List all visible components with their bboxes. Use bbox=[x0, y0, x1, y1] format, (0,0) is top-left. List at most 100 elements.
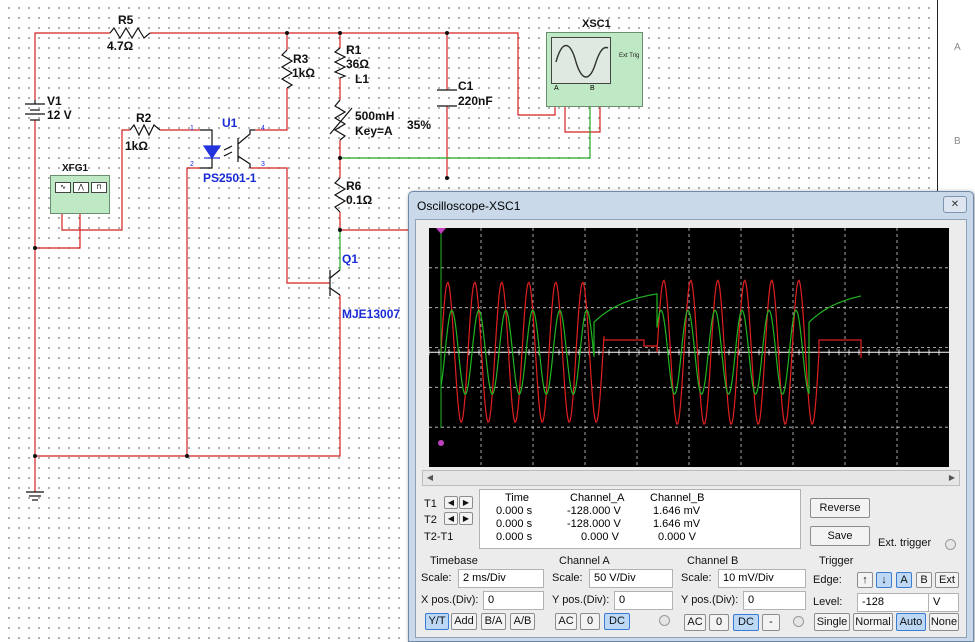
r1-name: R1 bbox=[346, 43, 362, 57]
l1-value: 500mH bbox=[355, 109, 395, 123]
channel-a-trace bbox=[440, 279, 862, 426]
ext-trigger-label: Ext. trigger bbox=[878, 537, 932, 549]
channel-a-ypos-field[interactable]: 0 bbox=[614, 591, 673, 610]
t2-channel-b: 1.646 mV bbox=[653, 518, 701, 530]
timebase-scale-label: Scale: bbox=[421, 572, 452, 584]
falling-edge-icon[interactable]: ↓ bbox=[876, 572, 892, 588]
channel-b-ypos-field[interactable]: 0 bbox=[743, 591, 806, 610]
channel-b-ac-button[interactable]: AC bbox=[684, 614, 706, 631]
t2-t1-channel-b: 0.000 V bbox=[658, 531, 696, 543]
timebase-xpos-label: X pos.(Div): bbox=[421, 594, 479, 606]
oscilloscope-panel: ◀ ▶ T1 ◀ ▶ T2 ◀ ▶ T2-T1 Time Channel_A C… bbox=[415, 219, 967, 638]
trigger-normal-button[interactable]: Normal bbox=[853, 613, 893, 631]
t2-channel-a: -128.000 V bbox=[567, 518, 621, 530]
xfg1-name: XFG1 bbox=[62, 163, 89, 174]
trigger-auto-button[interactable]: Auto bbox=[896, 613, 926, 631]
u1-name: U1 bbox=[222, 116, 238, 130]
timebase-scale-field[interactable]: 2 ms/Div bbox=[458, 569, 544, 588]
t2-time: 0.000 s bbox=[496, 518, 533, 530]
t1-channel-a: -128.000 V bbox=[567, 505, 621, 517]
mode-yt-button[interactable]: Y/T bbox=[425, 613, 449, 630]
margin-mark-a: A bbox=[954, 42, 961, 53]
mode-add-button[interactable]: Add bbox=[451, 613, 477, 630]
cursor-ground-marker bbox=[438, 440, 444, 446]
c1-name: C1 bbox=[458, 79, 474, 93]
channel-a-ac-button[interactable]: AC bbox=[555, 613, 577, 630]
r3-value: 1kΩ bbox=[292, 66, 315, 80]
channel-b-minus-button[interactable]: - bbox=[762, 614, 780, 631]
t2-label: T2 bbox=[424, 514, 437, 526]
ext-trigger-radio[interactable] bbox=[945, 539, 956, 550]
channel-a-dc-button[interactable]: DC bbox=[604, 613, 630, 630]
xsc1-ext-trig-label: Ext Trig bbox=[619, 53, 640, 59]
timebase-title: Timebase bbox=[430, 555, 478, 567]
t1-right-button[interactable]: ▶ bbox=[459, 496, 473, 509]
function-generator-xfg1[interactable]: ∿ ⋀ ⊓ bbox=[50, 175, 110, 214]
trigger-none-button[interactable]: None bbox=[929, 613, 959, 631]
channel-b-radio[interactable] bbox=[793, 616, 804, 627]
mode-ba-button[interactable]: B/A bbox=[481, 613, 506, 630]
q1-name: Q1 bbox=[342, 252, 359, 266]
channel-b-title: Channel B bbox=[687, 555, 739, 567]
channel-b-scale-field[interactable]: 10 mV/Div bbox=[718, 569, 806, 588]
channel-b-dc-button[interactable]: DC bbox=[733, 614, 759, 631]
u1-pin1: 1 bbox=[190, 125, 194, 132]
trigger-a-button[interactable]: A bbox=[896, 572, 912, 588]
mode-ab-button[interactable]: A/B bbox=[510, 613, 535, 630]
margin-mark-b: B bbox=[954, 136, 961, 147]
timebase-xpos-field[interactable]: 0 bbox=[483, 591, 544, 610]
horizontal-scrollbar[interactable]: ◀ ▶ bbox=[422, 470, 960, 486]
rising-edge-icon[interactable]: ↑ bbox=[857, 572, 873, 588]
t1-channel-b: 1.646 mV bbox=[653, 505, 701, 517]
r6-name: R6 bbox=[346, 179, 362, 193]
u1-pin4: 4 bbox=[261, 125, 265, 132]
v1-value: 12 V bbox=[47, 108, 72, 122]
r5-value: 4.7Ω bbox=[107, 39, 134, 53]
u1-part: PS2501-1 bbox=[203, 171, 257, 185]
col-channel-b: Channel_B bbox=[650, 492, 705, 504]
v1-name: V1 bbox=[47, 94, 62, 108]
channel-b-trace bbox=[440, 293, 862, 395]
scope-preview-icon bbox=[551, 37, 611, 84]
xsc1-name: XSC1 bbox=[582, 18, 611, 30]
r2-name: R2 bbox=[136, 111, 152, 125]
q1-part: MJE13007 bbox=[342, 307, 401, 321]
close-button[interactable]: ✕ bbox=[943, 196, 967, 213]
channel-a-scale-label: Scale: bbox=[552, 572, 583, 584]
t2-left-button[interactable]: ◀ bbox=[444, 512, 458, 525]
trigger-single-button[interactable]: Single bbox=[814, 613, 850, 631]
trigger-title: Trigger bbox=[819, 555, 854, 567]
channel-a-scale-field[interactable]: 50 V/Div bbox=[589, 569, 673, 588]
xsc1-pin-b: B bbox=[590, 85, 595, 92]
trigger-level-field[interactable]: -128 bbox=[857, 593, 929, 612]
save-button[interactable]: Save bbox=[810, 526, 870, 546]
u1-pin2: 2 bbox=[190, 161, 194, 168]
window-titlebar[interactable]: Oscilloscope-XSC1 ✕ bbox=[409, 192, 973, 218]
t2-t1-label: T2-T1 bbox=[424, 531, 454, 543]
scope-display[interactable] bbox=[428, 228, 949, 467]
channel-a-zero-button[interactable]: 0 bbox=[580, 613, 600, 630]
schematic-wires bbox=[25, 26, 601, 501]
scroll-left-icon[interactable]: ◀ bbox=[426, 473, 434, 482]
channel-b-zero-button[interactable]: 0 bbox=[709, 614, 729, 631]
oscilloscope-window[interactable]: Oscilloscope-XSC1 ✕ ◀ ▶ T1 ◀ ▶ T2 ◀ ▶ T2… bbox=[408, 191, 974, 642]
scope-traces bbox=[428, 228, 949, 467]
trigger-ext-button[interactable]: Ext bbox=[935, 572, 959, 588]
trigger-level-label: Level: bbox=[813, 596, 843, 608]
reverse-button[interactable]: Reverse bbox=[810, 498, 870, 518]
r3-name: R3 bbox=[293, 52, 309, 66]
r2-value: 1kΩ bbox=[125, 139, 148, 153]
window-title: Oscilloscope-XSC1 bbox=[417, 199, 521, 213]
l1-key: Key=A bbox=[355, 124, 393, 138]
oscilloscope-xsc1-symbol[interactable]: Ext Trig A B bbox=[546, 32, 643, 107]
trigger-b-button[interactable]: B bbox=[916, 572, 932, 588]
square-wave-icon: ⊓ bbox=[91, 182, 107, 193]
l1-percent: 35% bbox=[407, 118, 432, 132]
trigger-level-unit[interactable]: V bbox=[929, 593, 959, 612]
channel-a-radio[interactable] bbox=[659, 615, 670, 626]
col-time: Time bbox=[505, 492, 530, 504]
t2-right-button[interactable]: ▶ bbox=[459, 512, 473, 525]
t1-left-button[interactable]: ◀ bbox=[444, 496, 458, 509]
scroll-right-icon[interactable]: ▶ bbox=[948, 473, 956, 482]
r6-value: 0.1Ω bbox=[346, 193, 373, 207]
